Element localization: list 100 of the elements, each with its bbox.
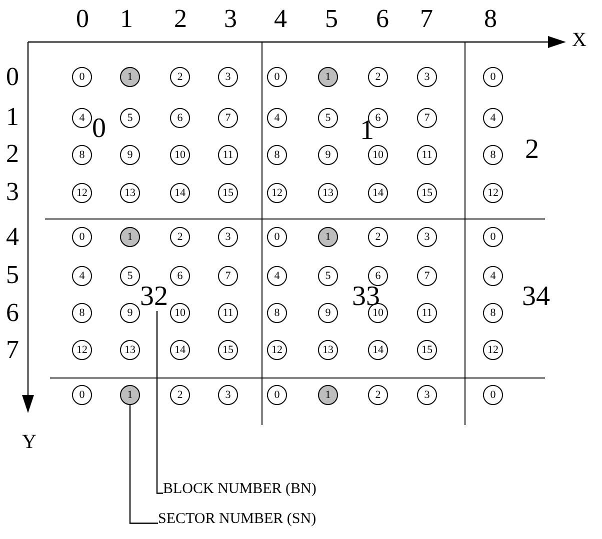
sector-circle: 10 — [170, 145, 190, 165]
sector-circle: 0 — [483, 67, 503, 87]
sector-circle: 0 — [72, 67, 92, 87]
block-number: 2 — [525, 136, 539, 164]
axis-number: 6 — [6, 300, 19, 326]
sector-circle: 2 — [170, 385, 190, 405]
axis-number: 4 — [6, 224, 19, 250]
sector-circle: 9 — [120, 303, 140, 323]
axis-number: 2 — [6, 141, 19, 167]
sector-circle: 8 — [267, 303, 287, 323]
sector-circle: 6 — [368, 108, 388, 128]
sector-circle: 7 — [417, 108, 437, 128]
sector-circle: 5 — [318, 108, 338, 128]
axis-number: 5 — [325, 6, 338, 32]
axis-label: Y — [22, 432, 36, 452]
axis-number: 2 — [174, 6, 187, 32]
sector-circle: 15 — [218, 183, 238, 203]
block-number: 0 — [92, 115, 106, 143]
sector-circle: 12 — [483, 183, 503, 203]
sector-circle: 0 — [267, 385, 287, 405]
axis-number: 1 — [120, 6, 133, 32]
sector-circle: 12 — [72, 183, 92, 203]
axis-number: 7 — [6, 337, 19, 363]
sector-circle: 11 — [417, 145, 437, 165]
axis-number: 3 — [224, 6, 237, 32]
sector-circle: 8 — [72, 303, 92, 323]
sector-circle: 8 — [72, 145, 92, 165]
sector-circle: 0 — [72, 385, 92, 405]
sector-circle: 0 — [72, 227, 92, 247]
sector-circle: 2 — [170, 67, 190, 87]
leader-line — [129, 405, 158, 524]
sector-circle: 12 — [267, 183, 287, 203]
sector-circle: 15 — [218, 340, 238, 360]
sector-circle: 9 — [318, 303, 338, 323]
axis-number: 0 — [76, 6, 89, 32]
sector-circle: 1 — [318, 227, 338, 247]
sector-circle: 6 — [170, 266, 190, 286]
axis-number: 6 — [376, 6, 389, 32]
sector-circle: 1 — [120, 67, 140, 87]
axis-number: 3 — [6, 179, 19, 205]
sector-circle: 0 — [267, 227, 287, 247]
sector-circle: 10 — [170, 303, 190, 323]
axis-number: 8 — [484, 6, 497, 32]
sector-circle: 3 — [218, 385, 238, 405]
sector-circle: 3 — [417, 67, 437, 87]
sector-circle: 14 — [170, 340, 190, 360]
sector-circle: 4 — [267, 266, 287, 286]
sector-circle: 8 — [267, 145, 287, 165]
sector-circle: 7 — [218, 266, 238, 286]
sector-circle: 11 — [417, 303, 437, 323]
sector-circle: 0 — [267, 67, 287, 87]
sector-circle: 4 — [483, 266, 503, 286]
sector-circle: 2 — [368, 227, 388, 247]
axis-label: X — [572, 30, 586, 50]
sector-circle: 2 — [170, 227, 190, 247]
sector-circle: 14 — [368, 183, 388, 203]
leader-caption: BLOCK NUMBER (BN) — [163, 482, 316, 497]
leader-line — [156, 311, 163, 494]
axis-number: 0 — [6, 64, 19, 90]
sector-circle: 6 — [368, 266, 388, 286]
sector-circle: 14 — [170, 183, 190, 203]
sector-circle: 6 — [170, 108, 190, 128]
sector-circle: 13 — [318, 340, 338, 360]
sector-circle: 2 — [368, 385, 388, 405]
sector-circle: 3 — [218, 227, 238, 247]
axis-number: 4 — [274, 6, 287, 32]
sector-circle: 5 — [120, 266, 140, 286]
sector-circle: 8 — [483, 303, 503, 323]
sector-circle: 12 — [483, 340, 503, 360]
sector-circle: 14 — [368, 340, 388, 360]
sector-circle: 9 — [120, 145, 140, 165]
sector-circle: 4 — [72, 266, 92, 286]
block-number: 32 — [140, 283, 168, 311]
axis-number: 5 — [6, 262, 19, 288]
sector-circle: 13 — [120, 340, 140, 360]
sector-circle: 13 — [120, 183, 140, 203]
block-number: 34 — [522, 283, 550, 311]
axis-number: 7 — [420, 6, 433, 32]
sector-circle: 4 — [267, 108, 287, 128]
sector-circle: 1 — [318, 385, 338, 405]
sector-circle: 5 — [318, 266, 338, 286]
sector-circle: 8 — [483, 145, 503, 165]
leader-caption: SECTOR NUMBER (SN) — [158, 512, 316, 527]
sector-circle: 2 — [368, 67, 388, 87]
sector-circle: 12 — [72, 340, 92, 360]
sector-circle: 11 — [218, 303, 238, 323]
sector-circle: 10 — [368, 145, 388, 165]
sector-circle: 1 — [120, 385, 140, 405]
sector-circle: 4 — [483, 108, 503, 128]
sector-circle: 15 — [417, 340, 437, 360]
sector-circle: 3 — [218, 67, 238, 87]
sector-circle: 9 — [318, 145, 338, 165]
sector-circle: 11 — [218, 145, 238, 165]
sector-circle: 5 — [120, 108, 140, 128]
sector-circle: 0 — [483, 385, 503, 405]
sector-circle: 13 — [318, 183, 338, 203]
sector-circle: 4 — [72, 108, 92, 128]
sector-circle: 1 — [318, 67, 338, 87]
sector-circle: 0 — [483, 227, 503, 247]
sector-circle: 7 — [218, 108, 238, 128]
